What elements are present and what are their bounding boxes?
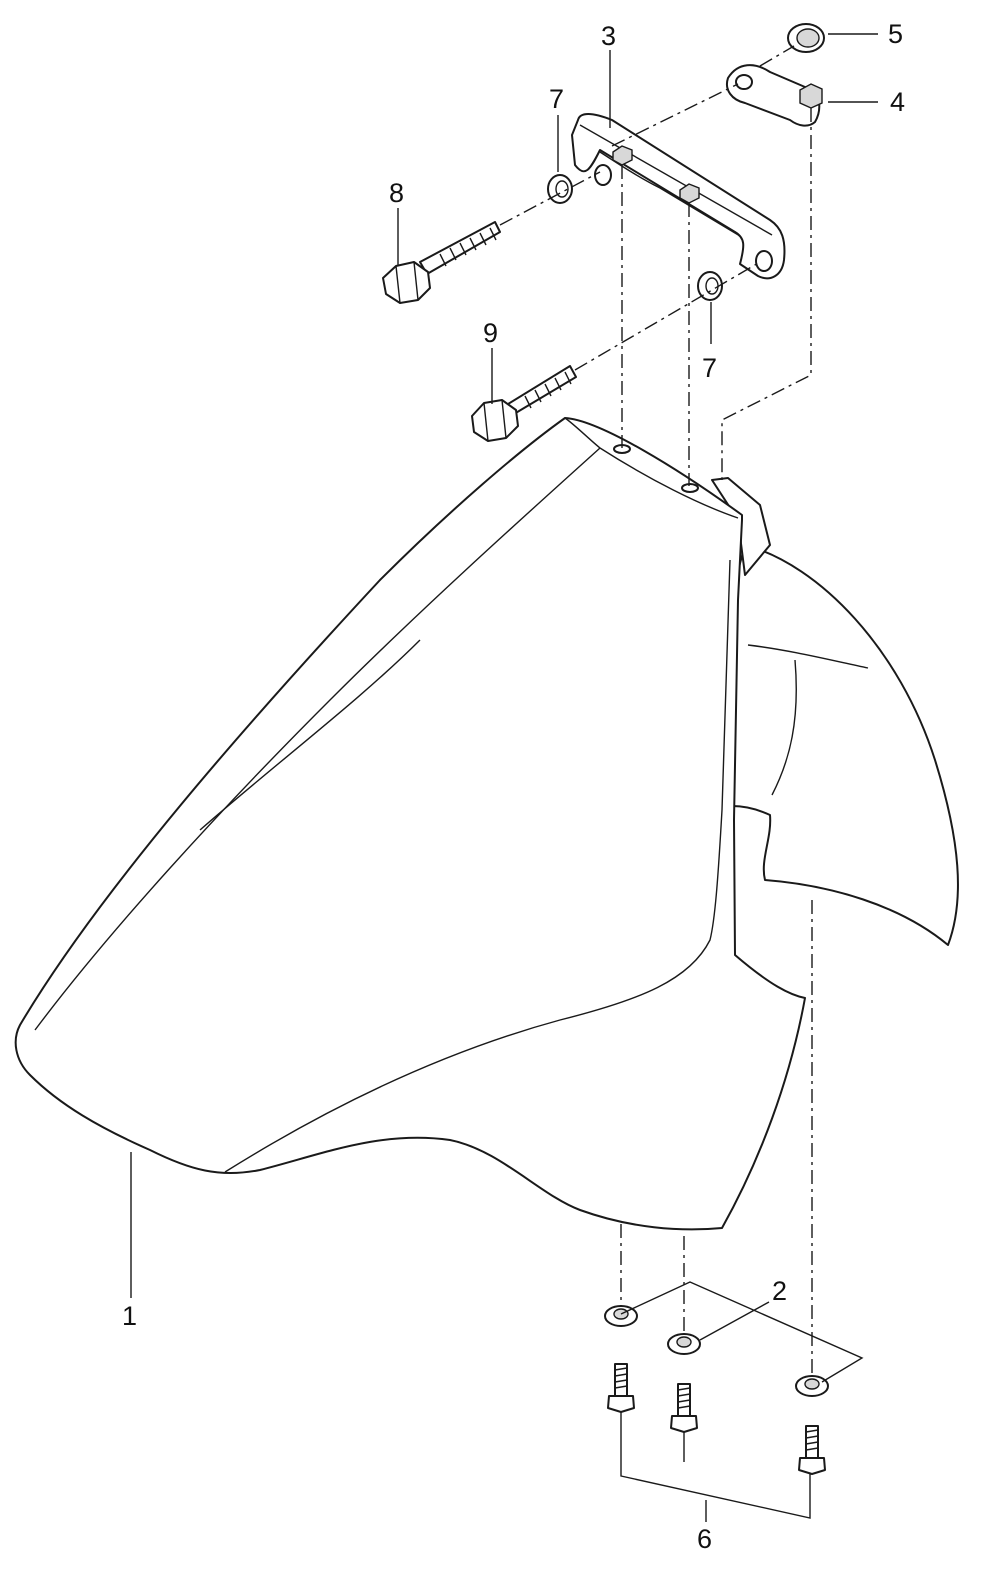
bolt-9-thread xyxy=(524,371,572,409)
fender-right-inner-edge xyxy=(224,559,731,1173)
washer-2-right-inner xyxy=(804,1378,820,1390)
part-8-bolt xyxy=(382,221,501,304)
bolt-8-shank xyxy=(419,221,501,275)
bolt-9-head-edge xyxy=(483,399,507,442)
screw-6-middle-thread xyxy=(677,1387,691,1409)
flange-nut-hex xyxy=(796,28,820,48)
axis-bolt9-to-bracket xyxy=(574,261,761,371)
fender-fin-crease-2 xyxy=(771,659,797,796)
screw-6-right-thread xyxy=(805,1429,819,1451)
callout-2: 2 xyxy=(772,1276,787,1306)
callout-labels: 1 2 3 4 5 6 7 7 8 9 xyxy=(122,19,905,1554)
part-1-fender xyxy=(14,417,959,1231)
callout-1: 1 xyxy=(122,1301,137,1331)
part-5-flange-nut xyxy=(787,23,825,53)
washer-2-middle-inner xyxy=(676,1336,692,1348)
axis-bolt8-to-bracket xyxy=(499,171,601,226)
part-2-washers xyxy=(604,1305,829,1397)
axis-plate-to-nut xyxy=(759,45,795,67)
plate-nut xyxy=(799,83,823,109)
callout-9: 9 xyxy=(483,318,498,348)
callout-7b: 7 xyxy=(702,353,717,383)
screw-6-left-head xyxy=(607,1395,635,1413)
bracket-weld-nut-2 xyxy=(679,183,700,204)
fender-surface-crease xyxy=(199,639,421,831)
fender-left-inner-edge xyxy=(34,447,601,1031)
fender-fin-crease xyxy=(747,644,869,669)
fender-hole-right xyxy=(681,483,699,493)
part-3-bracket xyxy=(571,113,786,280)
bracket-weld-nut-1 xyxy=(612,145,633,166)
plate-hole xyxy=(735,74,753,90)
bracket-hole-left xyxy=(594,164,612,186)
leader-lines xyxy=(130,33,878,1522)
bolt-8-head-edge xyxy=(395,261,419,304)
screw-6-right-head xyxy=(798,1457,826,1475)
callout-8: 8 xyxy=(389,178,404,208)
bracket-top-face xyxy=(579,124,773,236)
axis-plate-nut-to-tab xyxy=(721,108,812,480)
fender-main-body xyxy=(14,417,806,1231)
callout-7a: 7 xyxy=(549,84,564,114)
part-4-plate xyxy=(726,64,823,127)
fender-rear-fin xyxy=(729,544,959,946)
fender-top-edge xyxy=(564,417,739,519)
callout-6: 6 xyxy=(697,1524,712,1554)
bolt-8-head xyxy=(382,261,431,304)
callout-4: 4 xyxy=(890,87,905,117)
bolt-8-thread xyxy=(439,227,497,267)
axis-bracket-to-plate xyxy=(611,83,739,147)
screw-6-left-thread xyxy=(614,1367,628,1389)
leader-6 xyxy=(620,1412,811,1522)
screw-6-middle-head xyxy=(670,1415,698,1433)
part-9-bolt xyxy=(471,365,577,442)
bracket-side-line xyxy=(599,151,741,237)
part-6-screws xyxy=(607,1363,826,1475)
leader-2 xyxy=(620,1281,864,1383)
washer-7-upper-inner xyxy=(555,180,569,198)
bolt-9-head xyxy=(471,399,519,442)
bracket-hole-right xyxy=(755,250,773,272)
callout-5: 5 xyxy=(888,19,903,49)
callout-3: 3 xyxy=(601,21,616,51)
